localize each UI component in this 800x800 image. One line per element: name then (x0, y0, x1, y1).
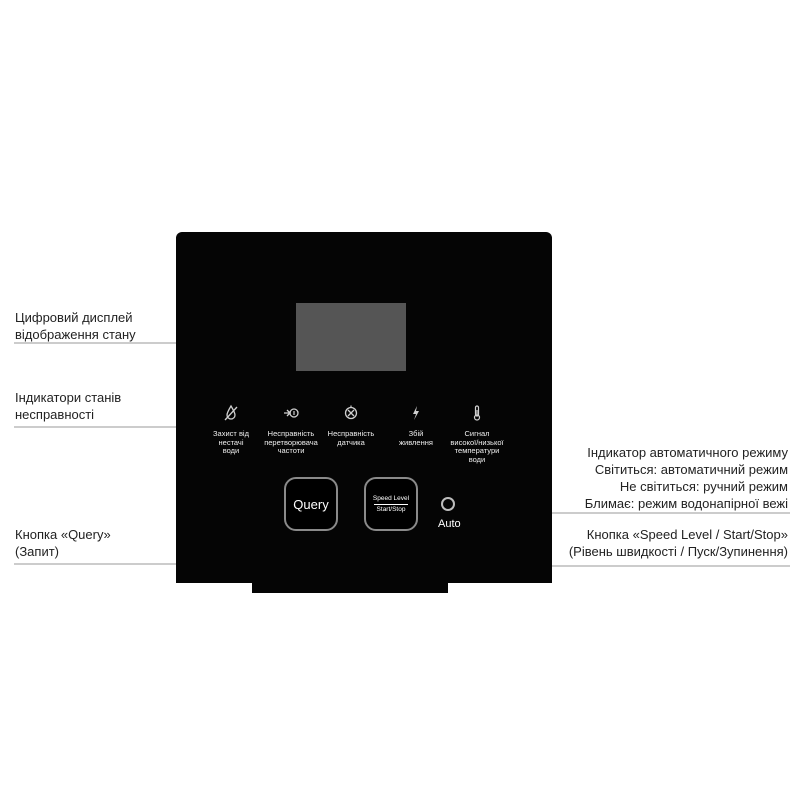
sensor-fault-icon (344, 405, 358, 420)
indicator-inverter-fault: Несправність перетворювача частоти (251, 404, 331, 456)
button-divider (374, 503, 408, 505)
indicator-sensor-fault: Несправність датчика (311, 404, 391, 447)
power-fault-icon (413, 406, 419, 420)
indicator-temperature: Сигнал високої/низької температури води (437, 404, 517, 464)
control-panel (176, 232, 552, 583)
temperature-icon (473, 405, 481, 421)
panel-stand-base (252, 580, 448, 593)
auto-label: Auto (438, 518, 461, 530)
fault-indicators-callout: Індикатори станів несправності (15, 390, 122, 422)
auto-mode-callout: Індикатор автоматичного режиму Світиться… (584, 445, 788, 511)
query-button-callout: Кнопка «Query» (Запит) (15, 527, 111, 559)
display-callout: Цифровий дисплей відображення стану (15, 310, 136, 342)
inverter-fault-icon (284, 408, 299, 418)
dry-run-icon (224, 404, 238, 421)
speed-level-label: Speed Level (372, 494, 410, 502)
start-stop-label: Start/Stop (376, 505, 406, 513)
auto-mode-led (441, 497, 455, 511)
status-display (296, 303, 406, 371)
query-button-label: Query (293, 496, 329, 512)
indicator-dry-run: Захист від нестачі води (191, 404, 271, 456)
speed-level-start-stop-button[interactable]: Speed Level Start/Stop (364, 477, 418, 531)
speed-button-callout: Кнопка «Speed Level / Start/Stop» (Рівен… (568, 527, 788, 559)
query-button[interactable]: Query (284, 477, 338, 531)
indicator-power-fault: Збій живлення (376, 404, 456, 447)
